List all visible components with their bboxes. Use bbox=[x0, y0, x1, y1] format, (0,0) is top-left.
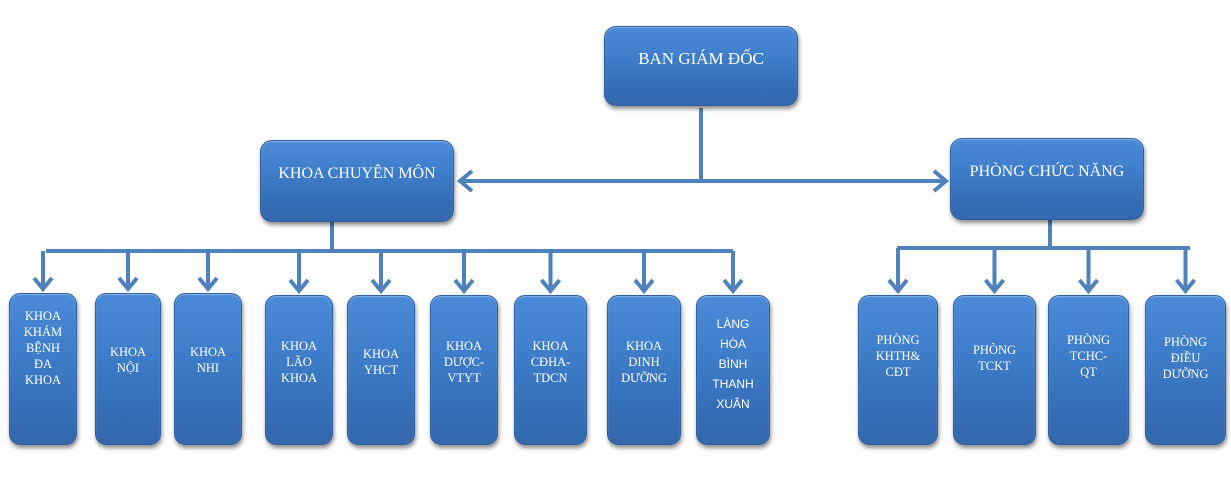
leaf-label: PHÒNG TCHC- QT bbox=[1066, 333, 1111, 379]
arrow-head bbox=[1077, 278, 1100, 295]
leaf-label: KHOA NHI bbox=[189, 345, 227, 375]
arrow-head bbox=[633, 278, 655, 295]
box-khoa-dinh-duong[interactable]: KHOA DINH DƯỠNG bbox=[607, 295, 681, 445]
arrow-head bbox=[1174, 278, 1197, 295]
arrow-to-khoa-chuyen-mon bbox=[456, 169, 474, 193]
leaf-label: PHÒNG ĐIỀU DƯỠNG bbox=[1162, 335, 1209, 381]
box-khoa-chuyen-mon-label: KHOA CHUYÊN MÔN bbox=[278, 165, 436, 182]
box-phong-chuc-nang[interactable]: PHÒNG CHỨC NĂNG bbox=[950, 138, 1144, 220]
box-ban-giam-doc[interactable]: BAN GIÁM ĐỐC bbox=[604, 26, 798, 106]
leaf-label: PHÒNG KHTH& CĐT bbox=[875, 333, 921, 379]
box-phong-tchc-qt[interactable]: PHÒNG TCHC- QT bbox=[1048, 295, 1129, 445]
box-ban-giam-doc-label: BAN GIÁM ĐỐC bbox=[638, 49, 764, 68]
leaf-label: KHOA YHCT bbox=[362, 347, 400, 377]
box-khoa-lao-khoa[interactable]: KHOA LÃO KHOA bbox=[265, 295, 333, 445]
box-khoa-yhct[interactable]: KHOA YHCT bbox=[347, 295, 415, 445]
leaf-label: LÀNG HÒA BÌNH THANH XUÂN bbox=[712, 317, 754, 411]
leaf-label: KHOA DINH DƯỠNG bbox=[621, 339, 667, 385]
arrow-head bbox=[32, 276, 54, 293]
arrow-head bbox=[288, 278, 310, 295]
box-khoa-kham-benh-da-khoa[interactable]: KHOA KHÁM BỆNH ĐA KHOA bbox=[9, 293, 77, 445]
arrow-head bbox=[117, 276, 139, 293]
leaf-label: PHÒNG TCKT bbox=[972, 343, 1017, 373]
arrow-head bbox=[887, 278, 909, 295]
box-lang-hoa-binh-thanh-xuan[interactable]: LÀNG HÒA BÌNH THANH XUÂN bbox=[696, 295, 770, 445]
box-phong-dieu-duong[interactable]: PHÒNG ĐIỀU DƯỠNG bbox=[1145, 295, 1226, 445]
box-khoa-duoc-vtyt[interactable]: KHOA DƯỢC- VTYT bbox=[430, 295, 498, 445]
box-khoa-noi[interactable]: KHOA NỘI bbox=[95, 293, 161, 445]
arrow-head bbox=[722, 278, 744, 295]
box-phong-chuc-nang-label: PHÒNG CHỨC NĂNG bbox=[969, 163, 1125, 180]
leaf-label: KHOA KHÁM BỆNH ĐA KHOA bbox=[23, 309, 63, 387]
leaf-label: KHOA DƯỢC- VTYT bbox=[443, 339, 485, 385]
arrow-head bbox=[453, 278, 475, 295]
box-khoa-chuyen-mon[interactable]: KHOA CHUYÊN MÔN bbox=[260, 140, 454, 222]
box-khoa-nhi[interactable]: KHOA NHI bbox=[174, 293, 242, 445]
arrow-head bbox=[370, 278, 392, 295]
leaf-label: KHOA LÃO KHOA bbox=[280, 339, 318, 385]
box-phong-khth-cdt[interactable]: PHÒNG KHTH& CĐT bbox=[858, 295, 938, 445]
leaf-label: KHOA NỘI bbox=[109, 345, 147, 375]
arrow-head bbox=[983, 278, 1006, 295]
box-khoa-cdha-tdcn[interactable]: KHOA CĐHA- TDCN bbox=[514, 295, 587, 445]
arrow-to-phong-chuc-nang bbox=[932, 169, 950, 193]
arrow-head bbox=[539, 278, 562, 295]
arrow-head bbox=[197, 276, 219, 293]
leaf-label: KHOA CĐHA- TDCN bbox=[530, 339, 571, 385]
box-phong-tckt[interactable]: PHÒNG TCKT bbox=[953, 295, 1036, 445]
